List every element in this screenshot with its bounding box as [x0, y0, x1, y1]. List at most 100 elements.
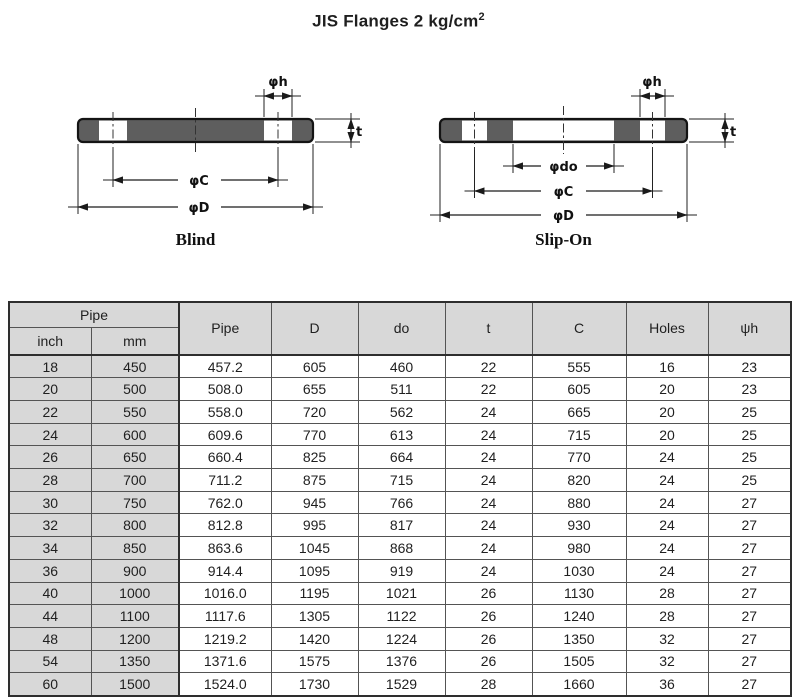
table-cell: 919 [357, 558, 446, 583]
table-cell: 450 [90, 354, 180, 379]
table-cell: 30 [8, 490, 92, 515]
col-header-pipe: Pipe [178, 301, 272, 356]
centerlines [112, 107, 279, 153]
table-cell: 609.6 [178, 422, 272, 447]
table-cell: 1224 [357, 626, 446, 651]
table-cell: 766 [357, 490, 446, 515]
table-cell: 44 [8, 604, 92, 628]
table-cell: 1045 [270, 536, 359, 560]
table-cell: 868 [357, 536, 446, 560]
table-cell: 27 [707, 490, 792, 515]
table-cell: 825 [270, 445, 359, 470]
col-header-c: C [531, 301, 627, 356]
col-header-pipe-group: Pipe [8, 301, 180, 328]
table-cell: 27 [707, 513, 792, 538]
table-cell: 24 [444, 422, 533, 447]
table-cell: 20 [625, 422, 709, 447]
table-cell: 25 [707, 468, 792, 492]
table-cell: 750 [90, 490, 180, 515]
table-cell: 715 [531, 422, 627, 447]
table-cell: 20 [625, 377, 709, 402]
table-cell: 863.6 [178, 536, 272, 560]
table-cell: 817 [357, 513, 446, 538]
table-cell: 23 [707, 354, 792, 379]
table-cell: 770 [531, 445, 627, 470]
table-cell: 875 [270, 468, 359, 492]
table-cell: 1240 [531, 604, 627, 628]
table-cell: 24 [444, 490, 533, 515]
table-cell: 664 [357, 445, 446, 470]
table-cell: 16 [625, 354, 709, 379]
dim-label-bolt-circle: φC [189, 174, 209, 189]
table-cell: 1730 [270, 672, 359, 697]
table-cell: 22 [444, 354, 533, 379]
table-cell: 1122 [357, 604, 446, 628]
table-cell: 26 [8, 445, 92, 470]
table-cell: 54 [8, 649, 92, 674]
header-row-1: Pipe Pipe D do t C Holes ψh [8, 301, 792, 356]
table-cell: 27 [707, 536, 792, 560]
dimension-hole-diameter: φh [255, 75, 301, 117]
table-cell: 1195 [270, 581, 359, 606]
table-cell: 600 [90, 422, 180, 447]
table-cell: 24 [625, 513, 709, 538]
blind-caption: Blind [176, 230, 216, 249]
blind-flange-diagram: φh t φC φD Blind [68, 75, 362, 249]
dimension-thickness: t [689, 112, 736, 148]
table-cell: 900 [90, 558, 180, 583]
table-cell: 26 [444, 604, 533, 628]
table-cell: 930 [531, 513, 627, 538]
table-cell: 1376 [357, 649, 446, 674]
table-cell: 24 [625, 490, 709, 515]
table-cell: 1100 [90, 604, 180, 628]
col-header-mm: mm [90, 326, 180, 356]
page-title: JIS Flanges 2 kg/cm2 [0, 0, 797, 32]
table-cell: 980 [531, 536, 627, 560]
table-cell: 24 [444, 445, 533, 470]
table-cell: 28 [625, 581, 709, 606]
table-cell: 36 [8, 558, 92, 583]
table-cell: 24 [625, 558, 709, 583]
table-cell: 24 [444, 468, 533, 492]
table-cell: 511 [357, 377, 446, 402]
table-cell: 36 [625, 672, 709, 697]
dim-label-bolt-circle: φC [554, 185, 574, 200]
dimension-thickness: t [315, 112, 362, 148]
table-cell: 24 [8, 422, 92, 447]
table-cell: 1117.6 [178, 604, 272, 628]
table-cell: 880 [531, 490, 627, 515]
dim-label-outer: φD [189, 201, 210, 216]
table-cell: 1095 [270, 558, 359, 583]
table-cell: 23 [707, 377, 792, 402]
col-header-psi-h: ψh [707, 301, 792, 356]
table-cell: 27 [707, 558, 792, 583]
col-header-d: D [270, 301, 359, 356]
slipon-caption: Slip-On [535, 230, 592, 249]
table-cell: 945 [270, 490, 359, 515]
dim-label-thickness: t [730, 125, 736, 140]
table-cell: 48 [8, 626, 92, 651]
table-cell: 1030 [531, 558, 627, 583]
table-cell: 650 [90, 445, 180, 470]
dim-label-outer: φD [553, 209, 574, 224]
table-cell: 1350 [531, 626, 627, 651]
table-cell: 550 [90, 400, 180, 424]
table-cell: 800 [90, 513, 180, 538]
col-header-do: do [357, 301, 446, 356]
table-cell: 605 [531, 377, 627, 402]
table-cell: 665 [531, 400, 627, 424]
table-cell: 555 [531, 354, 627, 379]
table-cell: 460 [357, 354, 446, 379]
table-cell: 27 [707, 672, 792, 697]
table-cell: 1500 [90, 672, 180, 697]
dimension-outer-diameter: φD [430, 143, 697, 224]
table-cell: 26 [444, 649, 533, 674]
